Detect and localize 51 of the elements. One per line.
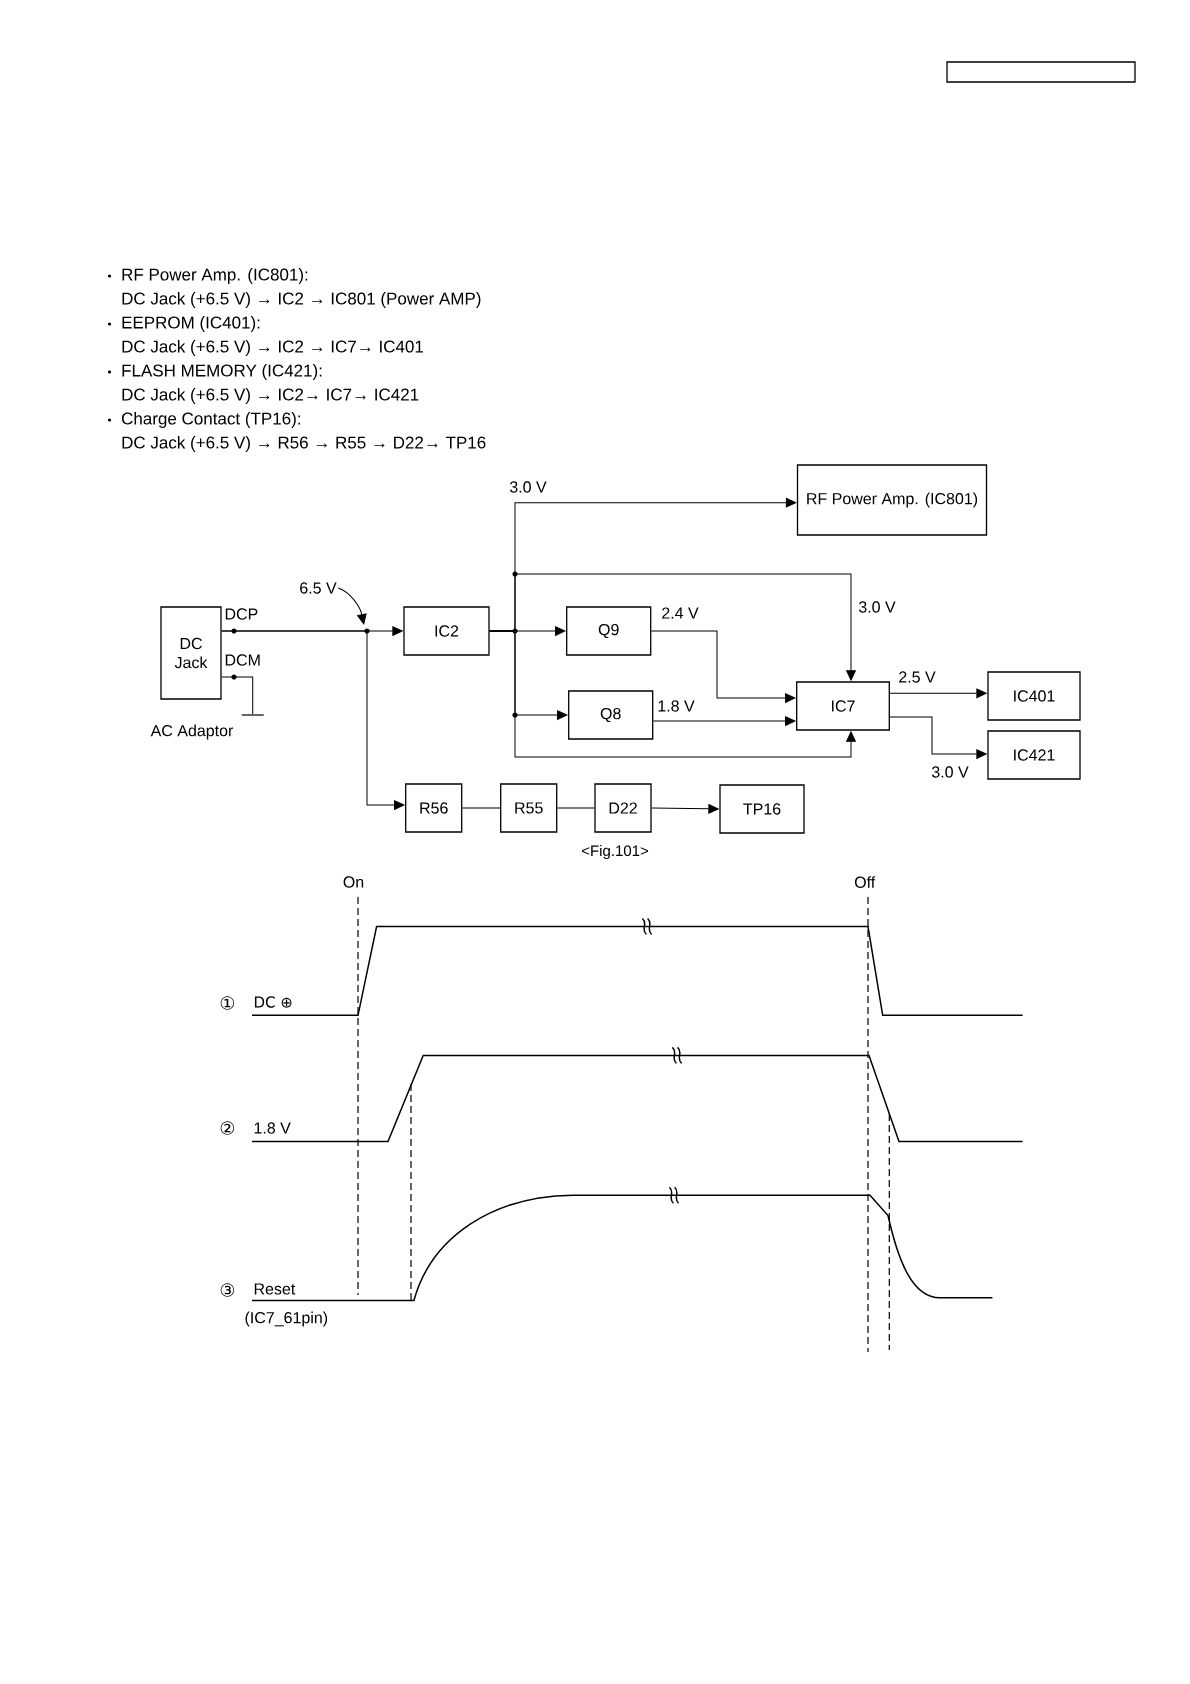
edge-label: 3.0 V (508, 480, 548, 494)
label-text: Reset (254, 1283, 296, 1295)
block-box: DC Jack (160, 606, 222, 700)
leader-arrow (337, 587, 367, 625)
block-box: IC2 (403, 606, 490, 656)
block-box: IC421 (987, 730, 1081, 780)
figure-caption: <Fig.101> (581, 845, 649, 859)
label-text: DCM (225, 654, 260, 666)
label-text: AC Adaptor (150, 724, 234, 740)
label-text: On (343, 876, 364, 888)
label-text: EEPROM (IC401): (122, 316, 260, 332)
connector-arrow (489, 630, 856, 758)
label-text: DC Jack (+6.5 V) → IC2 → IC7→ IC401 (122, 340, 423, 356)
edge-label: 3.0 V (857, 600, 897, 614)
edge-label: 3.0 V (930, 765, 970, 779)
block-box: IC7 (796, 681, 890, 731)
edge-label: 1.8 V (656, 699, 696, 713)
label-text: FLASH MEMORY (IC421): (122, 364, 322, 380)
edge-label: 2.5 V (897, 670, 937, 684)
connector-arrow (889, 688, 987, 699)
block-box: R55 (500, 783, 558, 833)
label-text: ① (220, 996, 235, 1010)
label-text: DC Jack (+6.5 V) → IC2→ IC7→ IC421 (122, 388, 419, 404)
connector-arrow (889, 716, 987, 759)
label-text: (IC7_61pin) (245, 1311, 328, 1327)
connector-line (556, 807, 595, 809)
label-text: Charge Contact (TP16): (121, 412, 300, 428)
label-text: RF Power Amp. (IC801): (122, 268, 308, 284)
voltage-label: 6.5 V (300, 582, 337, 594)
connector-line (221, 676, 254, 715)
connector-arrow (651, 804, 719, 814)
block-box: IC401 (987, 671, 1081, 721)
label-text: DCP (225, 608, 258, 620)
block-box: R56 (405, 783, 463, 833)
label-text: ② (220, 1121, 235, 1135)
label-text: 1.8 V (254, 1122, 291, 1134)
connector-arrow (650, 630, 796, 703)
block-box: Q8 (568, 690, 654, 740)
label-text: ③ (220, 1283, 235, 1297)
label-text: DC Jack (+6.5 V) → IC2 → IC801 (Power AMP) (122, 292, 481, 308)
block-box: D22 (594, 783, 652, 833)
connector-line (461, 807, 501, 809)
block-box: Q9 (566, 606, 652, 656)
connector-arrow (221, 630, 405, 810)
label-text: Off (854, 876, 876, 888)
block-box: RF Power Amp. (IC801) (796, 464, 988, 536)
edge-label: 2.4 V (660, 606, 700, 620)
block-box: TP16 (719, 784, 805, 834)
connector-arrow (652, 716, 796, 726)
label-text: DC ⊕ (254, 996, 292, 1008)
label-text: DC Jack (+6.5 V) → R56 → R55 → D22→ TP16 (122, 436, 486, 452)
